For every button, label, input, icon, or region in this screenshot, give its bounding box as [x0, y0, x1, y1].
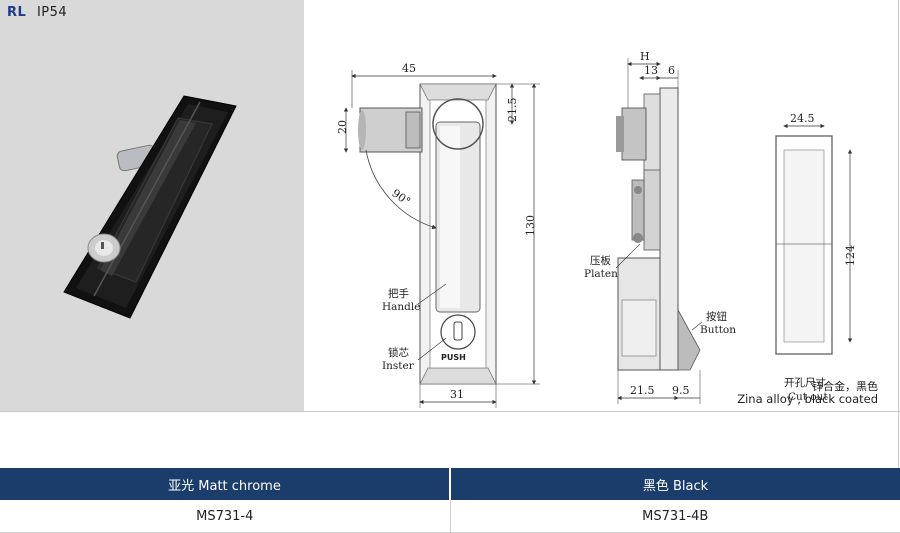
- push-text: PUSH: [441, 353, 466, 362]
- model-table-row: MS731-4 MS731-4B: [0, 500, 900, 533]
- label-inster-cn: 锁芯: [388, 346, 409, 359]
- label-handle-cn: 把手: [388, 287, 409, 300]
- front-view: PUSH 45 20 21.5 130 31 90° 把手 Handle 锁芯 …: [336, 62, 540, 408]
- dim-20: 20: [336, 120, 349, 134]
- dim-angle-90: 90°: [389, 186, 412, 208]
- label-button-en: Button: [700, 324, 736, 336]
- label-platen-en: Platen: [584, 268, 618, 280]
- label-handle-en: Handle: [382, 301, 420, 313]
- label-cutout-cn: 开孔尺寸: [784, 376, 826, 389]
- label-inster-en: Inster: [382, 360, 415, 372]
- label-platen-cn: 压板: [590, 254, 611, 267]
- header-black: 黑色 Black: [449, 468, 900, 500]
- dim-13: 13: [644, 64, 658, 77]
- model-black: MS731-4B: [450, 500, 900, 532]
- dim-45: 45: [402, 62, 416, 75]
- model-table-header: 亚光 Matt chrome 黑色 Black: [0, 468, 900, 500]
- dim-124: 124: [844, 245, 857, 266]
- side-view: H 13 6 21.5 9.5 压板 Platen 按钮 Button: [584, 50, 736, 404]
- dim-21-5-right: 21.5: [506, 98, 519, 123]
- section-divider: [0, 411, 900, 412]
- cutout-view: 24.5 124 开孔尺寸 Cut out: [776, 112, 857, 403]
- dim-6: 6: [668, 64, 675, 77]
- dim-H: H: [640, 50, 650, 63]
- dim-130: 130: [524, 215, 537, 236]
- dim-9-5: 9.5: [672, 384, 690, 397]
- label-button-cn: 按钮: [706, 310, 727, 323]
- header-matt-chrome: 亚光 Matt chrome: [0, 468, 449, 500]
- dim-21-5-bottom: 21.5: [630, 384, 655, 397]
- dim-24-5: 24.5: [790, 112, 815, 125]
- right-border: [898, 0, 899, 470]
- model-matt-chrome: MS731-4: [0, 500, 450, 532]
- label-cutout-en: Cut out: [788, 391, 828, 403]
- technical-drawing: PUSH 45 20 21.5 130 31 90° 把手 Handle 锁芯 …: [0, 0, 900, 411]
- dim-31: 31: [450, 388, 464, 401]
